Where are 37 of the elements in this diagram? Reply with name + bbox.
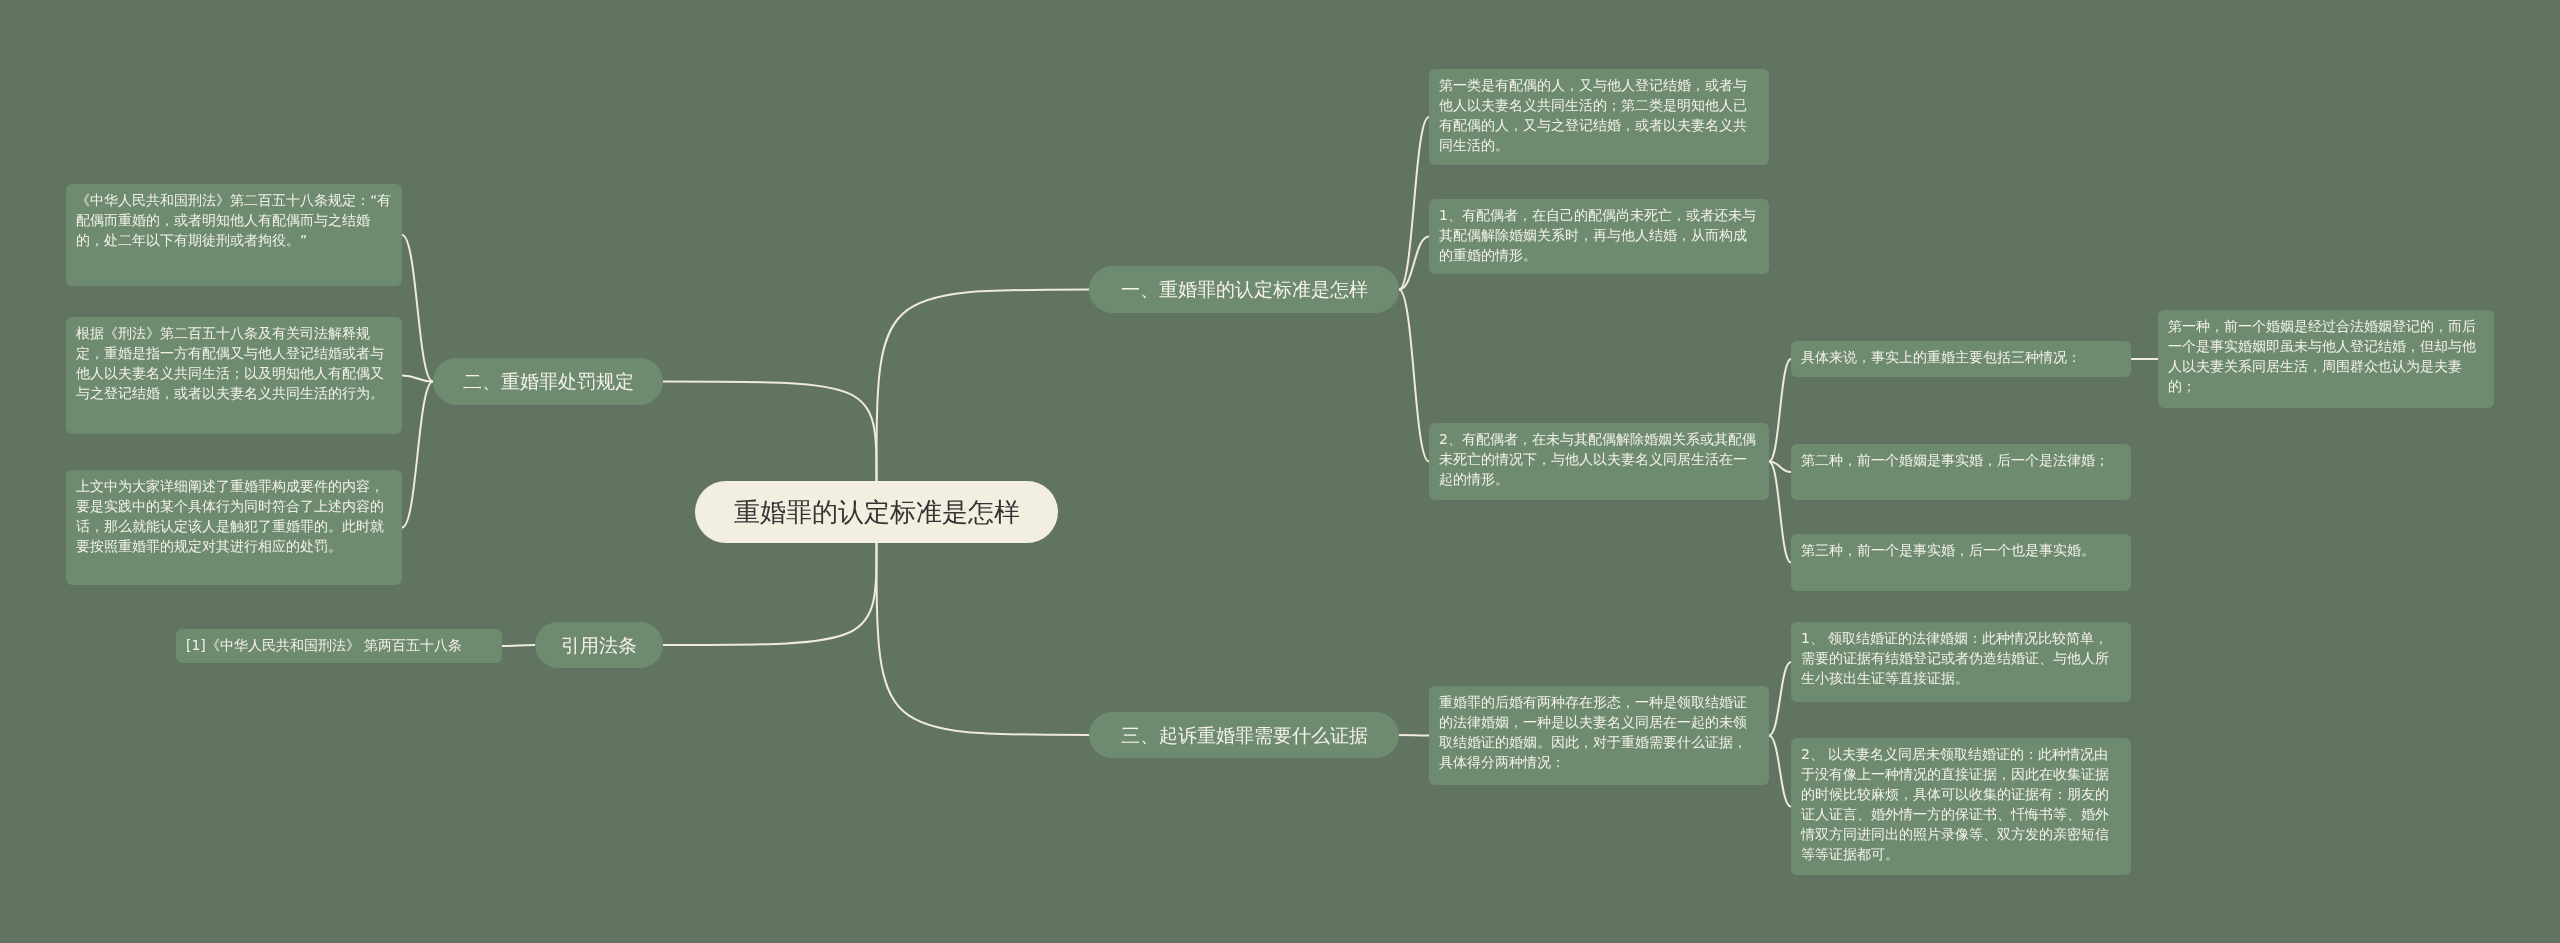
connector-line (401, 234, 434, 383)
node-text: 上文中为大家详细阐述了重婚罪构成要件的内容，要是实践中的某个具体行为同时符合了上述内容的话，那么就能认定该人是触犯了重婚罪的。此时就要按照重婚罪的规定对其进行相应的处罚。 (76, 477, 385, 556)
node-text: 重婚罪的后婚有两种存在形态，一种是领取结婚证的法律婚姻，一种是以夫妻名义同居在一起的未领取结婚证的婚姻。因此，对于重婚需要什么证据，具体得分两种情况： (1439, 693, 1748, 772)
connector-line (1768, 358, 1792, 463)
connector-line (1398, 235, 1430, 291)
node-text: 2、有配偶者，在未与其配偶解除婚姻关系或其配偶未死亡的情况下，与他人以夫妻名义同居生活在一起的情形。 (1439, 430, 1757, 489)
connector-line (662, 380, 878, 482)
connector-line (1398, 734, 1430, 737)
node-text: [1]《中华人民共和国刑法》 第两百五十八条 (186, 636, 464, 655)
connector-line (401, 374, 434, 383)
node-text: 第二种，前一个婚姻是事实婚，后一个是法律婚； (1801, 451, 2110, 470)
node-text: 重婚罪的认定标准是怎样 (732, 495, 1021, 529)
connector-line (875, 288, 1090, 482)
node-text: 根据《刑法》第二百五十八条及有关司法解释规定，重婚是指一方有配偶又与他人登记结婚或者与他人以夫妻名义共同生活；以及明知他人有配偶又与之登记结婚，或者以夫妻名义共同生活的行为。 (76, 324, 385, 403)
node-text: 《中华人民共和国刑法》第二百五十八条规定：“有配偶而重婚的，或者明知他人有配偶而与之结婚的，处二年以下有期徒刑或者拘役。” (76, 191, 392, 250)
node-text: 第一类是有配偶的人，又与他人登记结婚，或者与他人以夫妻名义共同生活的；第二类是明知他人已有配偶的人，又与之登记结婚，或者以夫妻名义共同生活的。 (1439, 76, 1748, 155)
connector-line (662, 542, 878, 646)
connector-line (1398, 288, 1430, 463)
node-text: 第一种，前一个婚姻是经过合法婚姻登记的，而后一个是事实婚姻即虽未与他人登记结婚，但却与他人以夫妻关系同居生活，周围群众也认为是夫妻的； (2168, 317, 2477, 396)
node-text: 1、有配偶者，在自己的配偶尚未死亡，或者还未与其配偶解除婚姻关系时，再与他人结婚，从而构成的重婚的情形。 (1439, 206, 1757, 265)
connector-line (875, 542, 1090, 736)
node-text: 第三种，前一个是事实婚，后一个也是事实婚。 (1801, 541, 2096, 560)
connector-line (1768, 460, 1792, 473)
connector-line (401, 380, 434, 529)
connector-line (1768, 734, 1792, 808)
node-text: 三、起诉重婚罪需要什么证据 (1119, 722, 1369, 748)
connector-line (1768, 460, 1792, 564)
node-text: 2、 以夫妻名义同居未领取结婚证的：此种情况由于没有像上一种情况的直接证据，因此在收集证据的时候比较麻烦，具体可以收集的证据有：朋友的证人证言、婚外情一方的保证书、忏悔书等、婚外情双方同进同出的照片录像等、双方发的亲密短信等等证据都可。 (1801, 745, 2110, 864)
connector-line (2130, 358, 2159, 360)
connector-line (501, 644, 536, 647)
connector-line (1768, 661, 1792, 737)
node-text: 二、重婚罪处罚规定 (461, 369, 635, 395)
node-text: 一、重婚罪的认定标准是怎样 (1119, 277, 1369, 303)
node-text: 1、 领取结婚证的法律婚姻：此种情况比较简单，需要的证据有结婚登记或者伪造结婚证、与他人所生小孩出生证等直接证据。 (1801, 629, 2110, 688)
connector-line (1398, 116, 1430, 291)
node-text: 具体来说，事实上的重婚主要包括三种情况： (1801, 348, 2082, 367)
node-text: 引用法条 (560, 632, 638, 658)
